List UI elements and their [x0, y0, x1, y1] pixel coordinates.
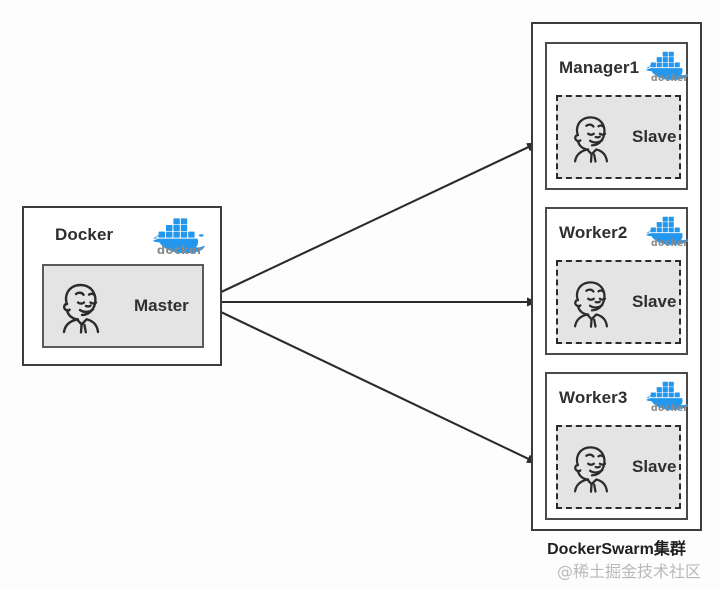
master-node-title: Docker — [55, 225, 114, 244]
node-role-label-worker3: Slave — [632, 457, 677, 476]
arrow-master-to-worker3 — [199, 301, 538, 464]
cluster-caption: DockerSwarm集群 — [547, 541, 686, 558]
svg-text:docker: docker — [157, 243, 203, 256]
node-inner-box-worker2[interactable]: Slave — [556, 260, 681, 344]
master-node-box[interactable]: Docker docker — [22, 206, 222, 366]
jenkins-butler-face-icon — [562, 438, 620, 496]
jenkins-butler-face-icon — [562, 273, 620, 331]
cluster-node-manager1[interactable]: Manager1 docker — [545, 42, 688, 190]
jenkins-butler-face-icon — [562, 108, 620, 166]
arrow-master-to-manager1 — [199, 142, 538, 303]
cluster-node-worker3[interactable]: Worker3 docker — [545, 372, 688, 520]
jenkins-butler-face-icon — [50, 275, 112, 337]
docker-whale-logo: docker — [643, 214, 693, 248]
docker-whale-logo: docker — [149, 216, 211, 256]
svg-text:docker: docker — [651, 403, 688, 413]
node-title-manager1: Manager1 — [559, 58, 640, 77]
master-inner-box[interactable]: Master — [42, 264, 204, 348]
svg-text:docker: docker — [651, 238, 688, 248]
node-inner-box-manager1[interactable]: Slave — [556, 95, 681, 179]
master-role-label: Master — [134, 296, 189, 315]
docker-whale-logo: docker — [643, 49, 693, 83]
node-title-worker2: Worker2 — [559, 223, 628, 242]
node-inner-box-worker3[interactable]: Slave — [556, 425, 681, 509]
cluster-node-worker2[interactable]: Worker2 docker — [545, 207, 688, 355]
node-role-label-worker2: Slave — [632, 292, 677, 311]
svg-text:docker: docker — [651, 73, 688, 83]
watermark-text: @稀土掘金技术社区 — [557, 562, 702, 581]
node-title-worker3: Worker3 — [559, 388, 628, 407]
node-role-label-manager1: Slave — [632, 127, 677, 146]
docker-whale-logo: docker — [643, 379, 693, 413]
